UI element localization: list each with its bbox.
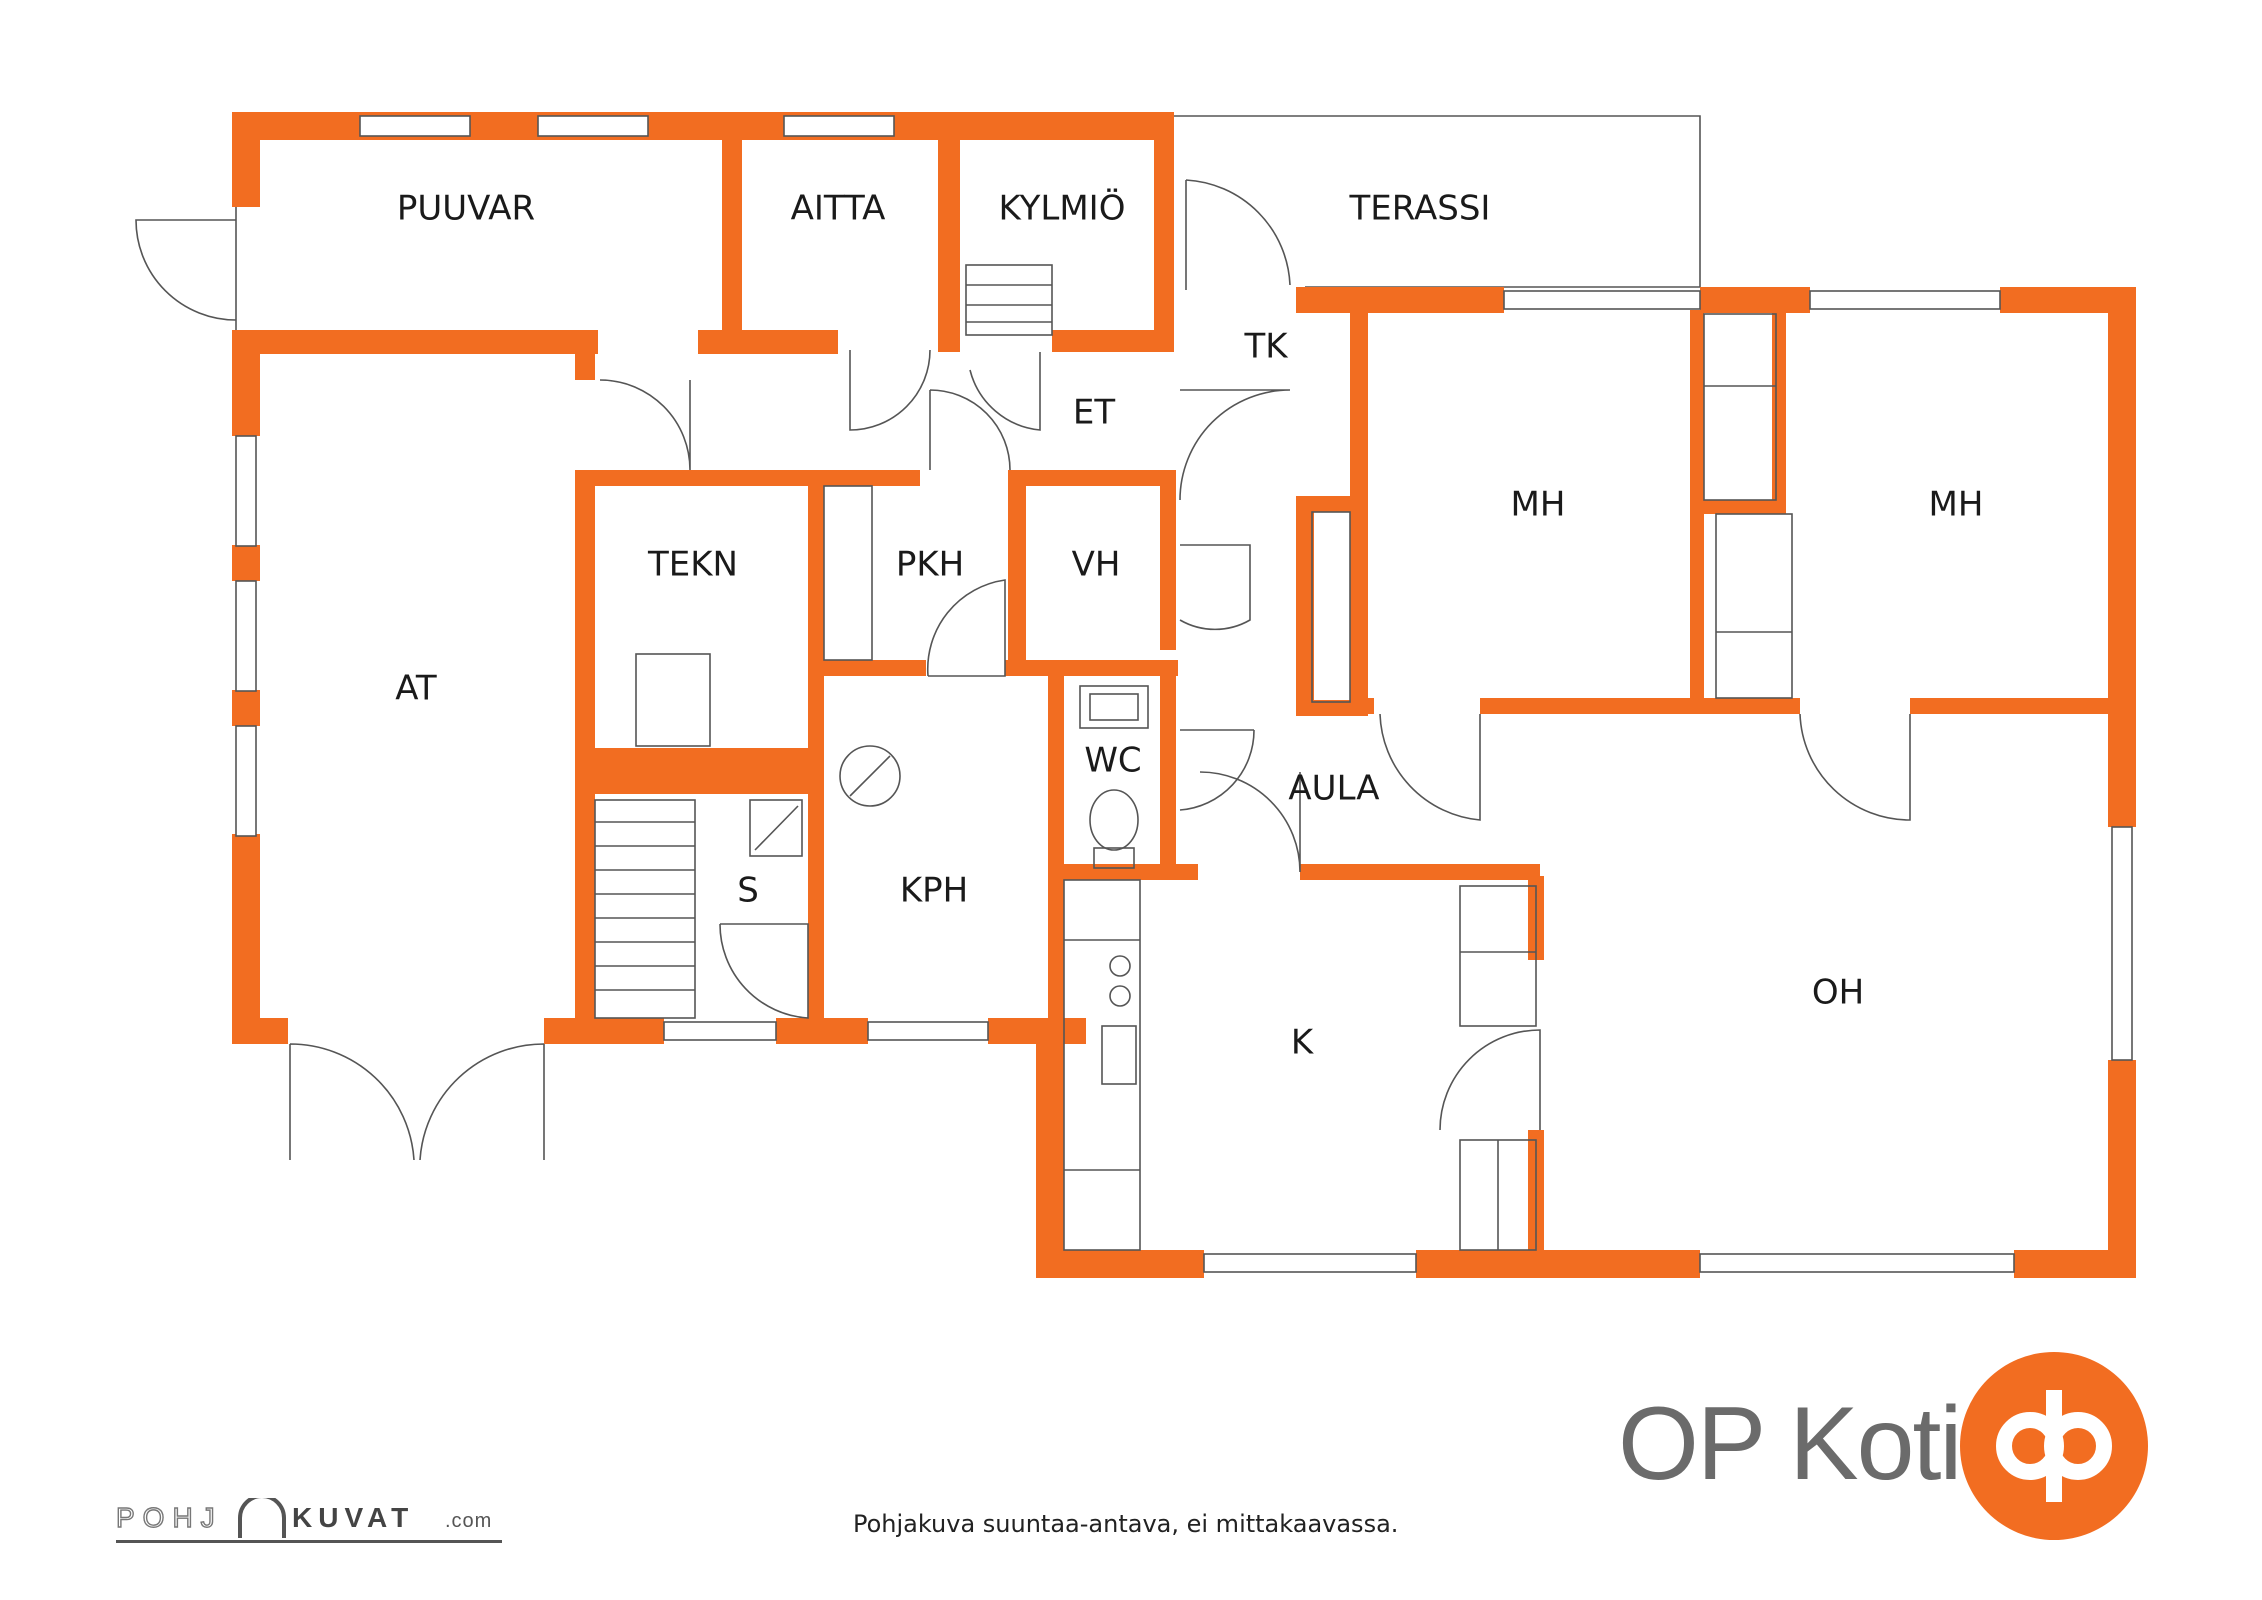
windows [235, 115, 2133, 1273]
room-labels: PUUVAR AITTA KYLMIÖ TERASSI TK ET MH MH … [395, 188, 1983, 1063]
watermark-arch-icon [238, 1498, 286, 1538]
room-wc: WC [1084, 741, 1141, 781]
watermark-underline [116, 1540, 502, 1543]
brand-name: OP Koti [1618, 1386, 1962, 1502]
doors [135, 179, 1911, 1161]
op-logo-icon [1960, 1352, 2148, 1540]
room-aitta: AITTA [791, 189, 886, 229]
room-puuvar: PUUVAR [397, 189, 535, 229]
room-kph: KPH [900, 871, 968, 911]
room-mh-2: MH [1929, 485, 1984, 525]
room-at: AT [395, 669, 437, 709]
room-terassi: TERASSI [1349, 189, 1491, 229]
watermark-suffix: .com [445, 1510, 493, 1532]
room-aula: AULA [1288, 769, 1379, 809]
room-pkh: PKH [896, 545, 964, 585]
room-tekn: TEKN [647, 545, 738, 585]
room-mh-1: MH [1511, 485, 1566, 525]
room-k: K [1291, 1023, 1315, 1063]
room-vh: VH [1072, 545, 1121, 585]
room-kylmio: KYLMIÖ [999, 188, 1126, 229]
room-oh: OH [1812, 973, 1864, 1013]
watermark-left: POHJ [115, 1501, 223, 1533]
room-tk: TK [1243, 327, 1289, 367]
walls [232, 112, 2136, 1278]
room-s: S [737, 871, 759, 911]
watermark-right: KUVAT [292, 1502, 415, 1533]
fixtures [594, 264, 1793, 1251]
disclaimer-note: Pohjakuva suuntaa-antava, ei mittakaavas… [853, 1510, 1399, 1538]
room-et: ET [1073, 393, 1115, 433]
